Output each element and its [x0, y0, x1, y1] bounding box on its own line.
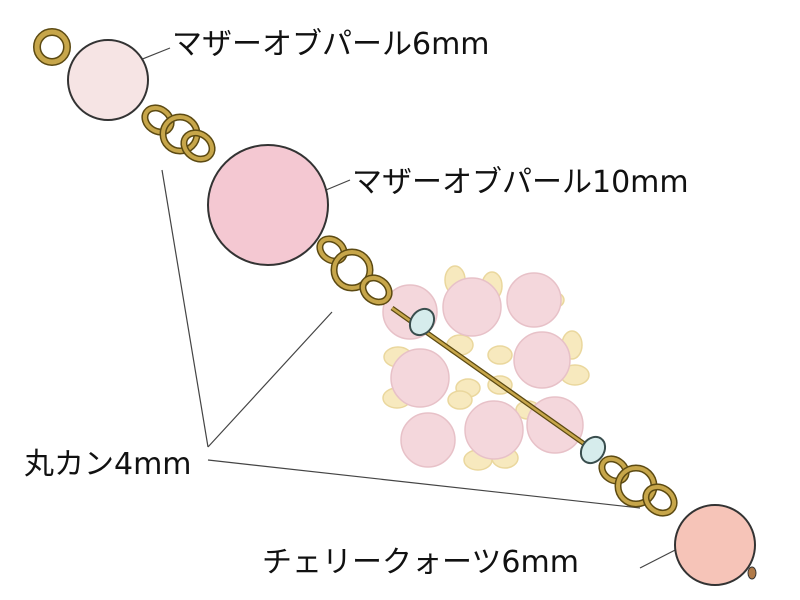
jump-ring — [142, 105, 174, 135]
jump-ring — [360, 275, 392, 305]
leader-line-ring-top — [161, 169, 209, 448]
leader-line-ring-middle — [207, 311, 333, 448]
seed-bead — [447, 390, 473, 410]
rose-bead — [400, 412, 456, 468]
rose-bead — [390, 348, 450, 408]
label-mother-of-pearl-6mm: マザーオブパール6mm — [172, 27, 490, 62]
rose-bead — [442, 277, 502, 337]
end-loop — [34, 29, 70, 65]
jump-ring — [181, 130, 215, 162]
mother-of-pearl-10mm-bead — [207, 144, 329, 266]
label-jump-ring-4mm: 丸カン4mm — [24, 447, 192, 482]
rose-bead — [464, 400, 524, 460]
label-mother-of-pearl-10mm: マザーオブパール10mm — [352, 165, 689, 200]
spacer-bead — [579, 435, 607, 465]
mother-of-pearl-6mm-bead — [67, 39, 149, 121]
label-cherry-quartz-6mm: チェリークォーツ6mm — [262, 545, 579, 580]
spacer-beads — [408, 307, 607, 465]
jump-ring — [332, 250, 372, 290]
jump-ring — [599, 456, 629, 484]
spacer-bead — [408, 307, 436, 337]
leader-line-ring-bottom — [207, 459, 641, 509]
bead-end-knot — [747, 566, 757, 580]
jump-ring — [643, 484, 677, 516]
rose-bead — [506, 272, 562, 328]
background-flower-motif — [382, 265, 590, 471]
rose-bead — [513, 331, 571, 389]
cherry-quartz-6mm-bead — [674, 504, 756, 586]
seed-bead — [487, 345, 513, 365]
